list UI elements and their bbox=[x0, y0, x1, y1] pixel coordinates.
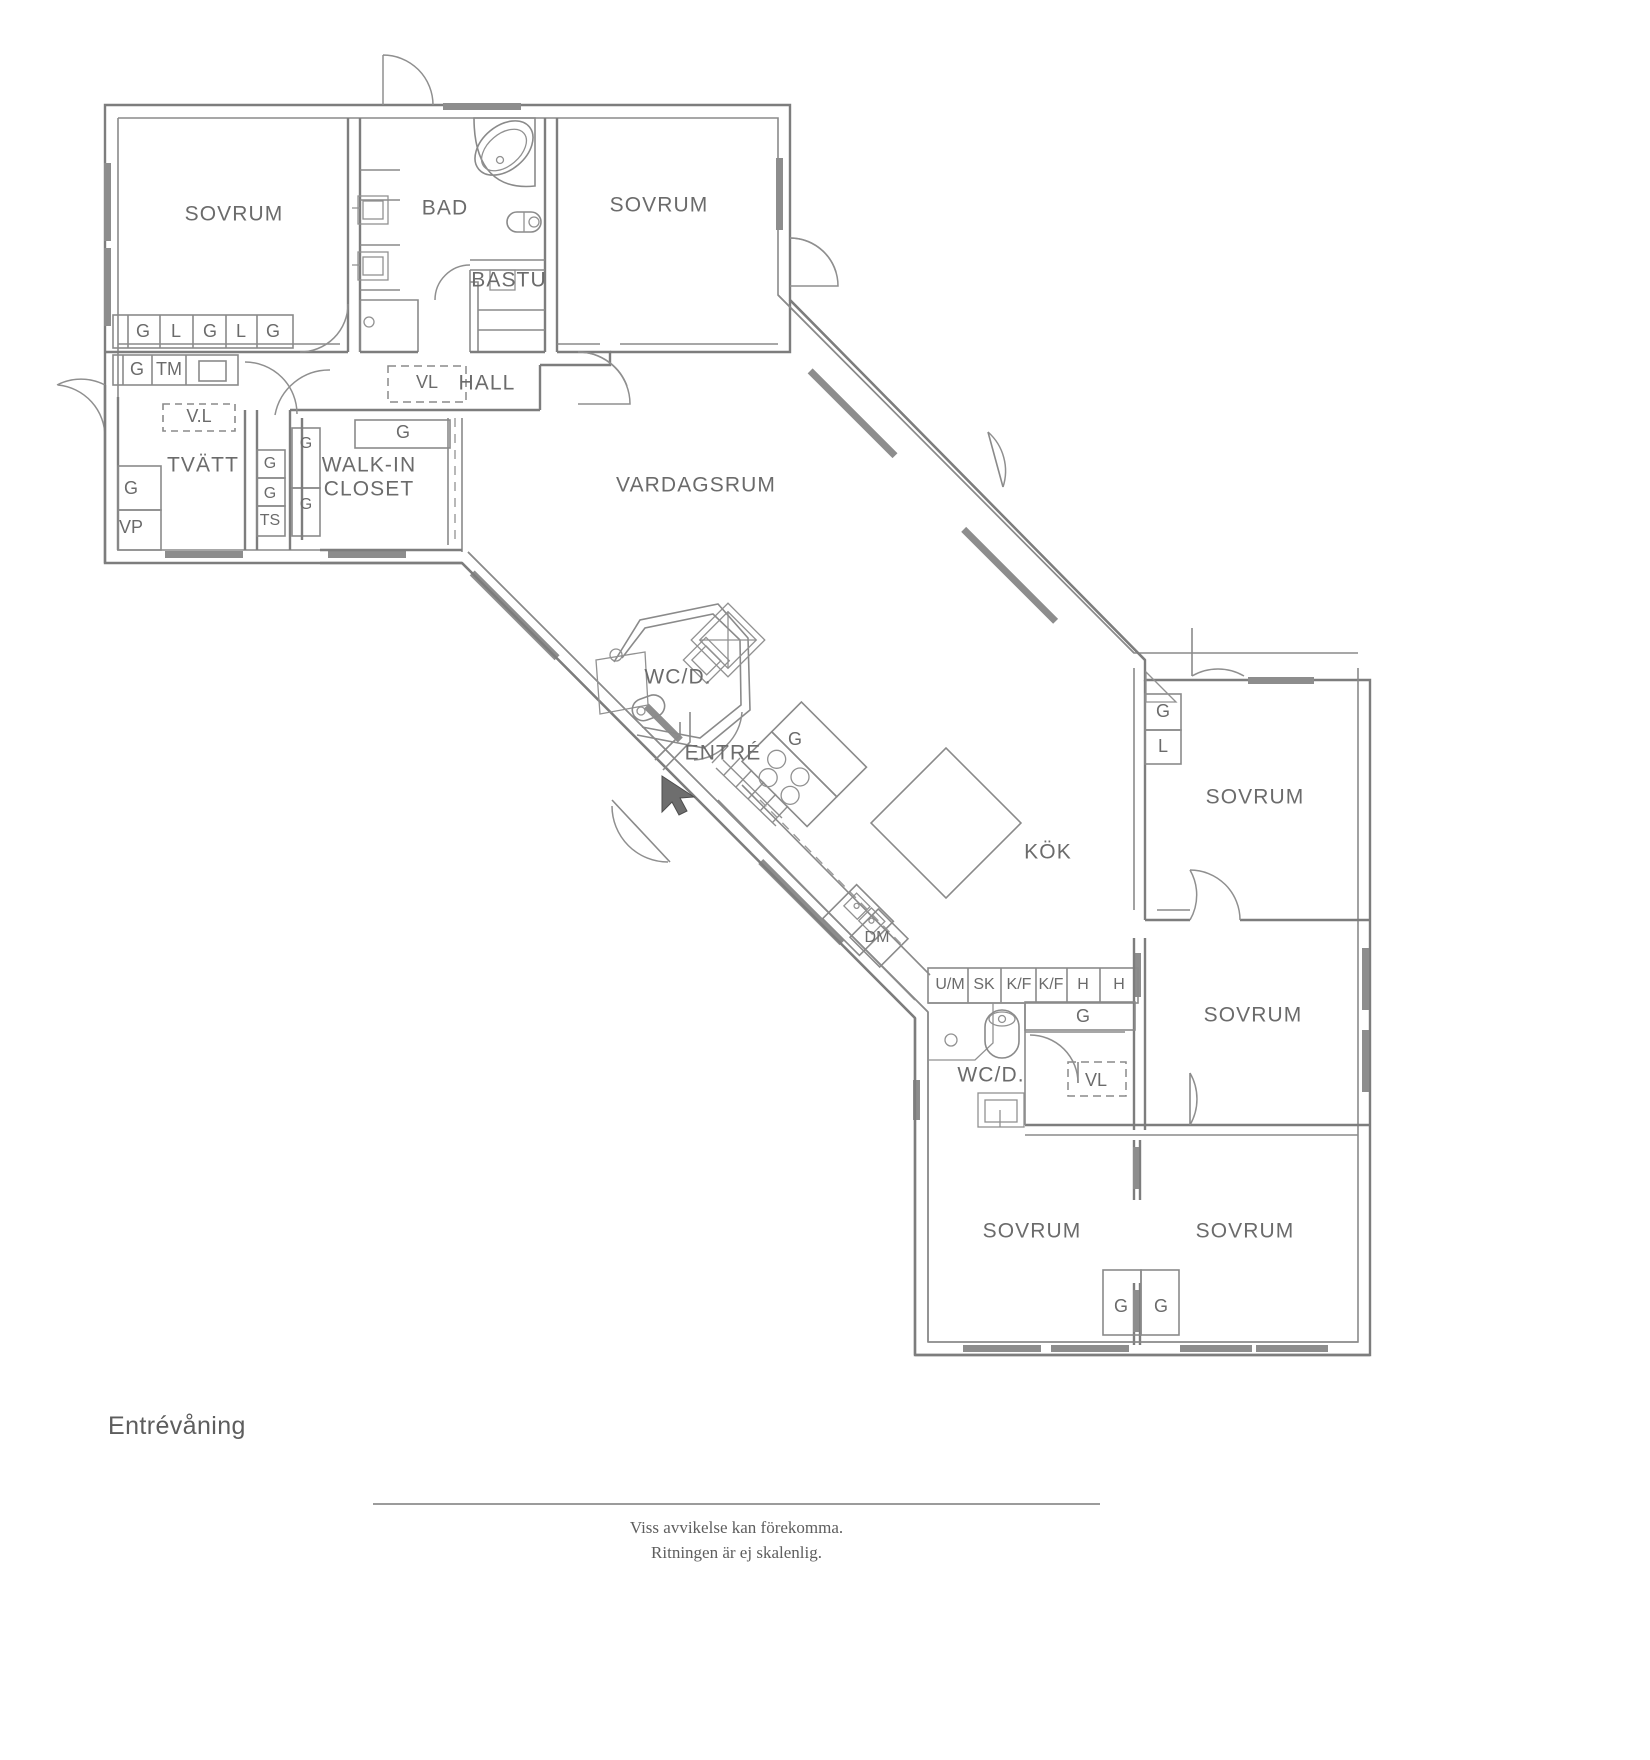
room-label-tvatt: TVÄTT bbox=[167, 454, 239, 477]
cabinet-label-kok-h1: H bbox=[1077, 976, 1089, 993]
room-label-sovrum-e-top: SOVRUM bbox=[1206, 786, 1305, 809]
top-block-partitions bbox=[105, 117, 792, 412]
kitchen-fittings bbox=[717, 700, 1139, 1355]
cabinet-label-kok-g: G bbox=[788, 729, 802, 749]
room-label-entre: ENTRÉ bbox=[685, 742, 762, 765]
cabinet-label-tv-vl: V.L bbox=[186, 406, 211, 426]
disclaimer-line-2: Ritningen är ej skalenlig. bbox=[651, 1542, 822, 1562]
cabinet-label-tv-g2: G bbox=[124, 478, 138, 498]
cabinet-label-kok-dm: DM bbox=[865, 929, 890, 946]
sovrum-east-top bbox=[1133, 628, 1370, 922]
disclaimer-line-1: Viss avvikelse kan förekomma. bbox=[629, 1518, 844, 1537]
cabinet-label-ne-g: G bbox=[1156, 701, 1170, 721]
cabinet-label-s-g2: G bbox=[1154, 1296, 1168, 1316]
cabinet-label-mid-g: G bbox=[1076, 1006, 1090, 1026]
hall-vl-box bbox=[387, 365, 467, 403]
mouse-pointer-icon bbox=[661, 775, 696, 816]
cabinet-label-nw-l2: L bbox=[236, 321, 246, 341]
cabinet-label-tv-g: G bbox=[130, 359, 144, 379]
cabinet-label-nw-g3: G bbox=[266, 321, 280, 341]
cabinet-run-nw bbox=[112, 314, 294, 386]
cabinet-label-ne-l: L bbox=[1158, 736, 1168, 756]
room-label-vardagsrum: VARDAGSRUM bbox=[616, 474, 776, 497]
room-label-wc-d-lower: WC/D. bbox=[957, 1064, 1024, 1087]
cabinet-label-hall-vl: VL bbox=[416, 372, 438, 392]
room-label-bad: BAD bbox=[422, 197, 468, 220]
walk-in-closet-room bbox=[256, 410, 463, 565]
room-label-sovrum-ne: SOVRUM bbox=[610, 194, 709, 217]
cabinet-label-nw-g2: G bbox=[203, 321, 217, 341]
cabinet-label-kok-kf1: K/F bbox=[1007, 976, 1032, 993]
cabinet-label-low-vl: VL bbox=[1085, 1070, 1107, 1090]
room-label-hall: HALL bbox=[459, 372, 516, 395]
cabinet-label-kok-um: U/M bbox=[935, 976, 964, 993]
cabinet-label-wic-g2: G bbox=[264, 485, 276, 502]
wc-d-lower-room bbox=[928, 1002, 1127, 1128]
room-label-sovrum-e-mid: SOVRUM bbox=[1204, 1004, 1303, 1027]
cabinet-label-wic-g4: G bbox=[300, 496, 312, 513]
room-label-sovrum-s-right: SOVRUM bbox=[1196, 1220, 1295, 1243]
cabinet-label-kok-h2: H bbox=[1113, 976, 1125, 993]
room-label-sovrum-nw: SOVRUM bbox=[185, 203, 284, 226]
cabinet-label-wic-g3: G bbox=[300, 435, 312, 452]
cabinet-label-kok-sk: SK bbox=[973, 976, 995, 993]
cabinet-label-wic-g5: G bbox=[396, 422, 410, 442]
cabinet-label-wic-ts: TS bbox=[260, 512, 280, 529]
room-label-bastu: BASTU bbox=[471, 269, 547, 292]
room-label-wc-d-upper: WC/D. bbox=[644, 666, 711, 689]
room-label-walk-in: WALK-IN bbox=[322, 454, 416, 477]
vardagsrum-walls bbox=[461, 294, 1146, 1019]
room-label-sovrum-s-left: SOVRUM bbox=[983, 1220, 1082, 1243]
cabinet-label-s-g1: G bbox=[1114, 1296, 1128, 1316]
sovrum-south bbox=[915, 1140, 1370, 1357]
cabinet-label-kok-kf2: K/F bbox=[1039, 976, 1064, 993]
windows bbox=[104, 103, 1369, 1352]
floor-title: Entrévåning bbox=[108, 1412, 246, 1440]
entre-area bbox=[611, 712, 789, 863]
wc-d-upper-room bbox=[595, 602, 766, 761]
cabinet-label-nw-g1: G bbox=[136, 321, 150, 341]
room-labels: SOVRUM BAD BASTU SOVRUM HALL TVÄTT WALK-… bbox=[167, 194, 1305, 1243]
room-label-kok: KÖK bbox=[1024, 841, 1072, 864]
room-label-closet: CLOSET bbox=[324, 478, 415, 501]
cabinet-label-nw-l1: L bbox=[171, 321, 181, 341]
cabinet-label-wic-g1: G bbox=[264, 455, 276, 472]
cabinet-label-tv-tm: TM bbox=[156, 359, 182, 379]
cabinet-labels: G L G L G G TM V.L G VP G G TS G G G VL … bbox=[119, 321, 1170, 1316]
divider-rule bbox=[373, 1503, 1100, 1505]
doors-top bbox=[56, 54, 839, 438]
disclaimer-text: Viss avvikelse kan förekomma. Ritningen … bbox=[373, 1516, 1100, 1565]
cabinet-label-tv-vp: VP bbox=[119, 517, 143, 537]
